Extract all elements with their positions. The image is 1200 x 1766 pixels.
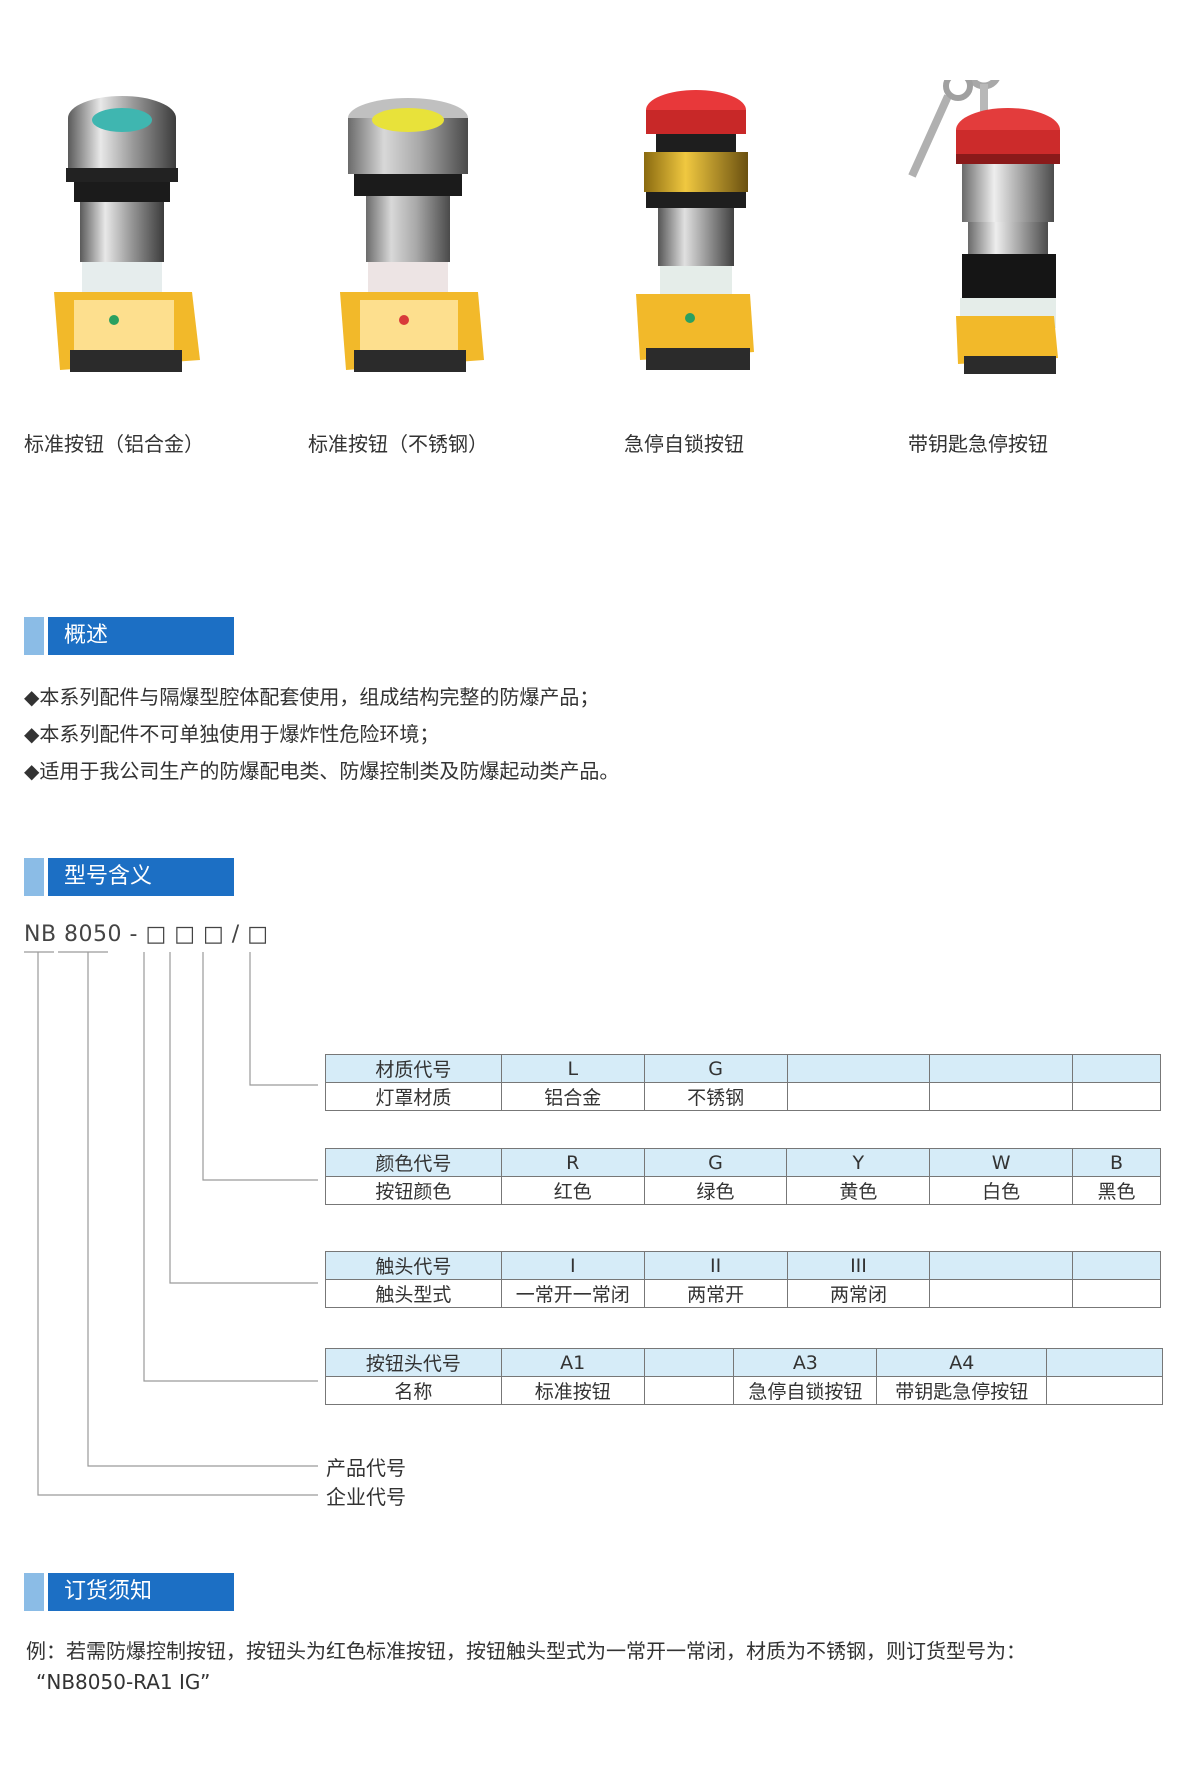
order-model-number: “NB8050-RA1 IG” <box>36 1670 211 1694</box>
key-emergency-stop-button-image <box>908 80 1060 374</box>
product-card-stainless: 标准按钮（不锈钢） <box>308 80 578 460</box>
table-row: 材质代号 L G <box>325 1054 1161 1083</box>
table-cell: 按钮颜色 <box>325 1176 502 1205</box>
table-cell: L <box>500 1054 645 1083</box>
table-row: 颜色代号 R G Y W B <box>325 1148 1161 1177</box>
table-cell: III <box>786 1251 931 1280</box>
table-cell <box>1046 1376 1163 1405</box>
table-cell <box>1046 1348 1163 1377</box>
key-icon <box>908 80 1000 178</box>
material-table: 材质代号 L G 灯罩材质 铝合金 不锈钢 <box>325 1054 1161 1111</box>
table-cell <box>1072 1279 1161 1308</box>
table-cell: A1 <box>500 1348 645 1377</box>
table-cell <box>929 1054 1074 1083</box>
table-cell <box>929 1279 1074 1308</box>
table-cell: 急停自锁按钮 <box>733 1376 878 1405</box>
table-cell: 按钮头代号 <box>325 1348 502 1377</box>
table-row: 按钮头代号 A1 A3 A4 <box>325 1348 1163 1377</box>
table-cell: 两常闭 <box>786 1279 931 1308</box>
table-cell <box>1072 1082 1161 1111</box>
overview-line: ◆适用于我公司生产的防爆配电类、防爆控制类及防爆起动类产品。 <box>24 759 620 783</box>
table-cell: 绿色 <box>643 1176 788 1205</box>
product-caption: 急停自锁按钮 <box>624 432 744 456</box>
contact-table: 触头代号 I II III 触头型式 一常开一常闭 两常开 两常闭 <box>325 1251 1161 1308</box>
table-cell: 名称 <box>325 1376 502 1405</box>
table-cell: II <box>643 1251 788 1280</box>
table-cell: 一常开一常闭 <box>500 1279 645 1308</box>
head-table: 按钮头代号 A1 A3 A4 名称 标准按钮 急停自锁按钮 带钥匙急停按钮 <box>325 1348 1163 1405</box>
overview-line: ◆本系列配件与隔爆型腔体配套使用，组成结构完整的防爆产品； <box>24 685 600 709</box>
table-cell: W <box>929 1148 1074 1177</box>
table-cell: 两常开 <box>643 1279 788 1308</box>
table-cell <box>1072 1251 1161 1280</box>
model-title: 型号含义 <box>48 858 234 896</box>
overview-section-header: 概述 <box>24 617 234 655</box>
overview-title: 概述 <box>48 617 234 655</box>
table-cell: 黄色 <box>786 1176 931 1205</box>
table-cell: 标准按钮 <box>500 1376 645 1405</box>
table-cell <box>929 1251 1074 1280</box>
model-code: NB 8050 - □ □ □ / □ <box>24 922 269 947</box>
table-cell: A4 <box>876 1348 1048 1377</box>
color-table: 颜色代号 R G Y W B 按钮颜色 红色 绿色 黄色 白色 黑色 <box>325 1148 1161 1205</box>
product-caption: 标准按钮（铝合金） <box>24 432 204 456</box>
stainless-button-image <box>340 98 484 372</box>
table-cell: G <box>643 1148 788 1177</box>
table-cell: A3 <box>733 1348 878 1377</box>
table-row: 按钮颜色 红色 绿色 黄色 白色 黑色 <box>325 1176 1161 1205</box>
product-caption: 标准按钮（不锈钢） <box>308 432 488 456</box>
table-cell <box>786 1054 931 1083</box>
table-cell: 白色 <box>929 1176 1074 1205</box>
aluminum-button-image <box>54 96 200 372</box>
model-section-header: 型号含义 <box>24 858 234 896</box>
overview-line: ◆本系列配件不可单独使用于爆炸性危险环境； <box>24 722 440 746</box>
table-cell: B <box>1072 1148 1161 1177</box>
table-cell <box>643 1376 735 1405</box>
table-cell: 触头型式 <box>325 1279 502 1308</box>
table-cell <box>929 1082 1074 1111</box>
order-title: 订货须知 <box>48 1573 234 1611</box>
table-cell: 触头代号 <box>325 1251 502 1280</box>
table-row: 名称 标准按钮 急停自锁按钮 带钥匙急停按钮 <box>325 1376 1163 1405</box>
product-card-key-emergency: 带钥匙急停按钮 <box>908 80 1178 460</box>
order-example-text: 例：若需防爆控制按钮，按钮头为红色标准按钮，按钮触头型式为一常开一常闭，材质为不… <box>26 1639 1026 1663</box>
product-card-aluminum: 标准按钮（铝合金） <box>24 80 294 460</box>
table-row: 触头型式 一常开一常闭 两常开 两常闭 <box>325 1279 1161 1308</box>
header-accent-bar <box>24 1573 44 1611</box>
table-cell <box>786 1082 931 1111</box>
table-cell: 红色 <box>500 1176 645 1205</box>
table-cell: Y <box>786 1148 931 1177</box>
company-code-label: 企业代号 <box>326 1485 406 1509</box>
product-caption: 带钥匙急停按钮 <box>908 432 1048 456</box>
table-cell <box>1072 1054 1161 1083</box>
table-cell: 不锈钢 <box>643 1082 788 1111</box>
table-cell: R <box>500 1148 645 1177</box>
table-cell: 铝合金 <box>500 1082 645 1111</box>
table-cell: 材质代号 <box>325 1054 502 1083</box>
product-card-emergency: 急停自锁按钮 <box>624 80 894 460</box>
table-cell <box>643 1348 735 1377</box>
header-accent-bar <box>24 617 44 655</box>
emergency-stop-button-image <box>636 90 754 370</box>
table-cell: 灯罩材质 <box>325 1082 502 1111</box>
order-section-header: 订货须知 <box>24 1573 234 1611</box>
table-cell: I <box>500 1251 645 1280</box>
table-cell: 黑色 <box>1072 1176 1161 1205</box>
table-cell: 颜色代号 <box>325 1148 502 1177</box>
product-code-label: 产品代号 <box>326 1456 406 1480</box>
header-accent-bar <box>24 858 44 896</box>
table-cell: 带钥匙急停按钮 <box>876 1376 1048 1405</box>
table-cell: G <box>643 1054 788 1083</box>
table-row: 触头代号 I II III <box>325 1251 1161 1280</box>
table-row: 灯罩材质 铝合金 不锈钢 <box>325 1082 1161 1111</box>
